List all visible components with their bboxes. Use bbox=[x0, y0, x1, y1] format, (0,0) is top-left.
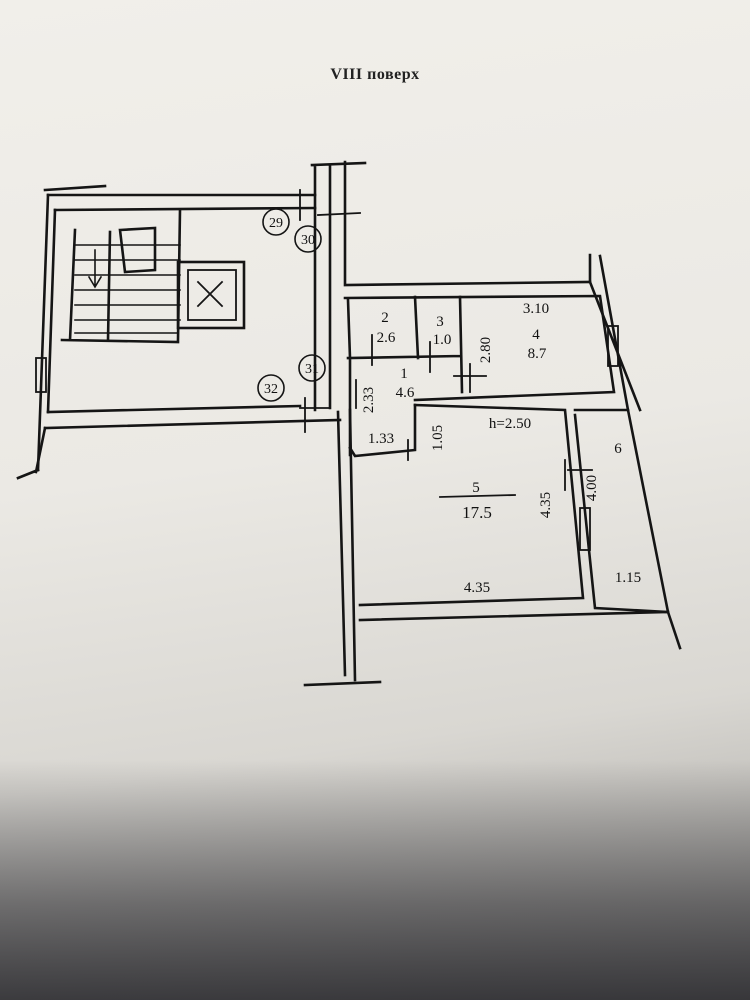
window bbox=[607, 325, 619, 367]
door-mark bbox=[299, 189, 593, 491]
stairwell-wall bbox=[43, 184, 107, 192]
stairwell-wall bbox=[46, 193, 317, 212]
dimension-label: 3.10 bbox=[523, 301, 549, 317]
stair-marker-circle bbox=[262, 208, 290, 236]
staircase bbox=[74, 244, 181, 334]
dimension-label: 4.35 bbox=[464, 580, 490, 596]
room-1-number: 1 bbox=[400, 366, 408, 382]
stair-arrow bbox=[87, 249, 103, 289]
corridor-wall bbox=[310, 161, 367, 412]
room-2-area: 2.6 bbox=[377, 330, 396, 346]
stair-marker-32: 32 bbox=[264, 382, 278, 397]
dimension-label: 4.35 bbox=[538, 492, 554, 518]
stair-marker-31: 31 bbox=[305, 362, 319, 377]
room-4-number: 4 bbox=[532, 327, 540, 343]
stairwell-wall bbox=[36, 193, 57, 472]
elevator-cross-icon bbox=[196, 280, 224, 308]
room-5-area: 17.5 bbox=[462, 503, 492, 522]
flat-wall bbox=[588, 253, 642, 412]
dimension-label: 1.15 bbox=[615, 570, 641, 586]
stairwell-wall bbox=[16, 426, 47, 480]
stair-divider bbox=[118, 226, 157, 274]
room-1-area: 4.6 bbox=[396, 385, 415, 401]
flat-wall bbox=[336, 408, 357, 682]
stairwell-wall bbox=[43, 404, 342, 430]
floor-title: VIII поверх bbox=[330, 66, 420, 83]
window bbox=[579, 507, 591, 551]
elevator-cabin bbox=[187, 269, 237, 321]
dimension-label: 1.33 bbox=[368, 431, 394, 447]
flat-wall bbox=[358, 610, 682, 650]
stair-marker-circle bbox=[298, 354, 326, 382]
stair-marker-29: 29 bbox=[269, 216, 283, 231]
room-5-number: 5 bbox=[472, 480, 480, 496]
staircase bbox=[60, 208, 182, 344]
window bbox=[35, 357, 47, 393]
flat-wall bbox=[303, 680, 382, 687]
flat-wall bbox=[358, 403, 585, 607]
room-3-area: 1.0 bbox=[433, 332, 452, 348]
room-4-area: 8.7 bbox=[528, 346, 547, 362]
room-2-number: 2 bbox=[381, 310, 389, 326]
room-3-number: 3 bbox=[436, 314, 444, 330]
stair-marker-circle bbox=[257, 374, 285, 402]
room-6-number: 6 bbox=[614, 441, 622, 457]
dimension-label: h=2.50 bbox=[489, 416, 531, 432]
flat-wall bbox=[343, 294, 616, 402]
fraction-line bbox=[439, 494, 516, 498]
dimension-label: 1.05 bbox=[430, 425, 446, 451]
corridor-wall bbox=[343, 160, 592, 287]
dimension-label: 2.80 bbox=[478, 337, 494, 363]
stair-marker-circle bbox=[294, 225, 322, 253]
elevator-shaft bbox=[176, 260, 246, 330]
dimension-label: 4.00 bbox=[584, 475, 600, 501]
dimension-label: 2.33 bbox=[361, 387, 377, 413]
flat-wall bbox=[348, 403, 417, 458]
stair-marker-30: 30 bbox=[301, 233, 315, 248]
